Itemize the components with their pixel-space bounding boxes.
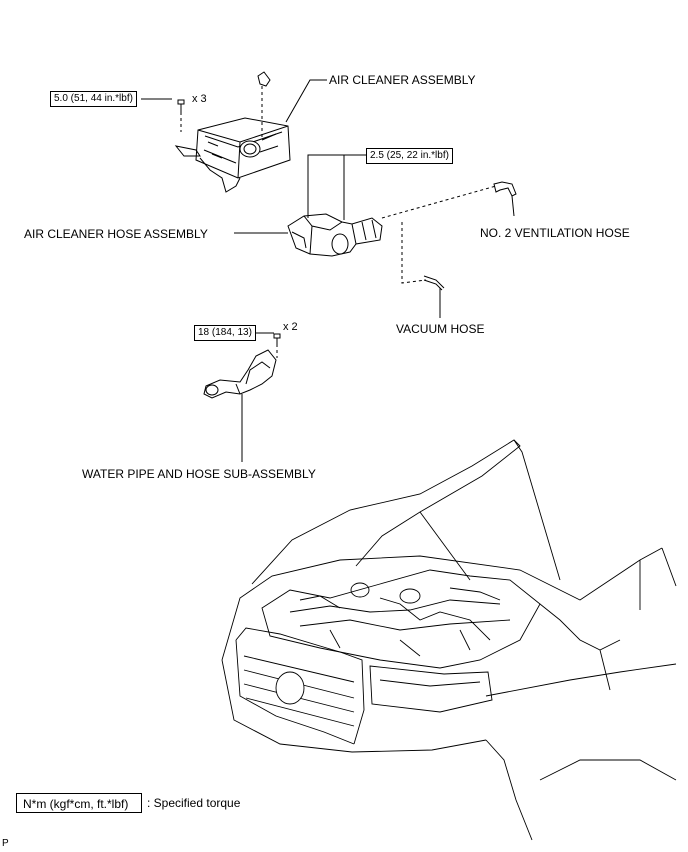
torque-hose-clamp: 2.5 (25, 22 in.*lbf) [366, 148, 453, 164]
label-air-cleaner-assembly: AIR CLEANER ASSEMBLY [329, 73, 476, 87]
torque-air-cleaner: 5.0 (51, 44 in.*lbf) [50, 91, 137, 107]
vehicle-front-drawing [221, 439, 677, 841]
corner-mark: P [2, 838, 9, 849]
leader-air-cleaner [285, 79, 327, 123]
qty-air-cleaner-bolts: x 3 [192, 93, 207, 105]
route-vacuum [401, 222, 427, 284]
torque-water-pipe: 18 (184, 13) [194, 325, 256, 341]
label-water-pipe-hose: WATER PIPE AND HOSE SUB-ASSEMBLY [82, 467, 316, 481]
air-cleaner-assembly-drawing [174, 71, 291, 193]
legend-unit-box: N*m (kgf*cm, ft.*lbf) [16, 793, 142, 813]
ventilation-hose-drawing [493, 181, 517, 217]
qty-water-pipe-bolts: x 2 [283, 321, 298, 333]
vacuum-hose-drawing [423, 275, 445, 318]
label-air-cleaner-hose-assembly: AIR CLEANER HOSE ASSEMBLY [24, 227, 208, 241]
leader-torque-hose [307, 154, 366, 220]
water-pipe-drawing [203, 332, 281, 399]
legend-description: : Specified torque [147, 796, 241, 810]
label-vacuum-hose: VACUUM HOSE [396, 322, 485, 336]
label-no2-ventilation-hose: NO. 2 VENTILATION HOSE [480, 226, 630, 240]
air-cleaner-hose-drawing [287, 213, 383, 257]
route-ventilation [381, 185, 497, 219]
